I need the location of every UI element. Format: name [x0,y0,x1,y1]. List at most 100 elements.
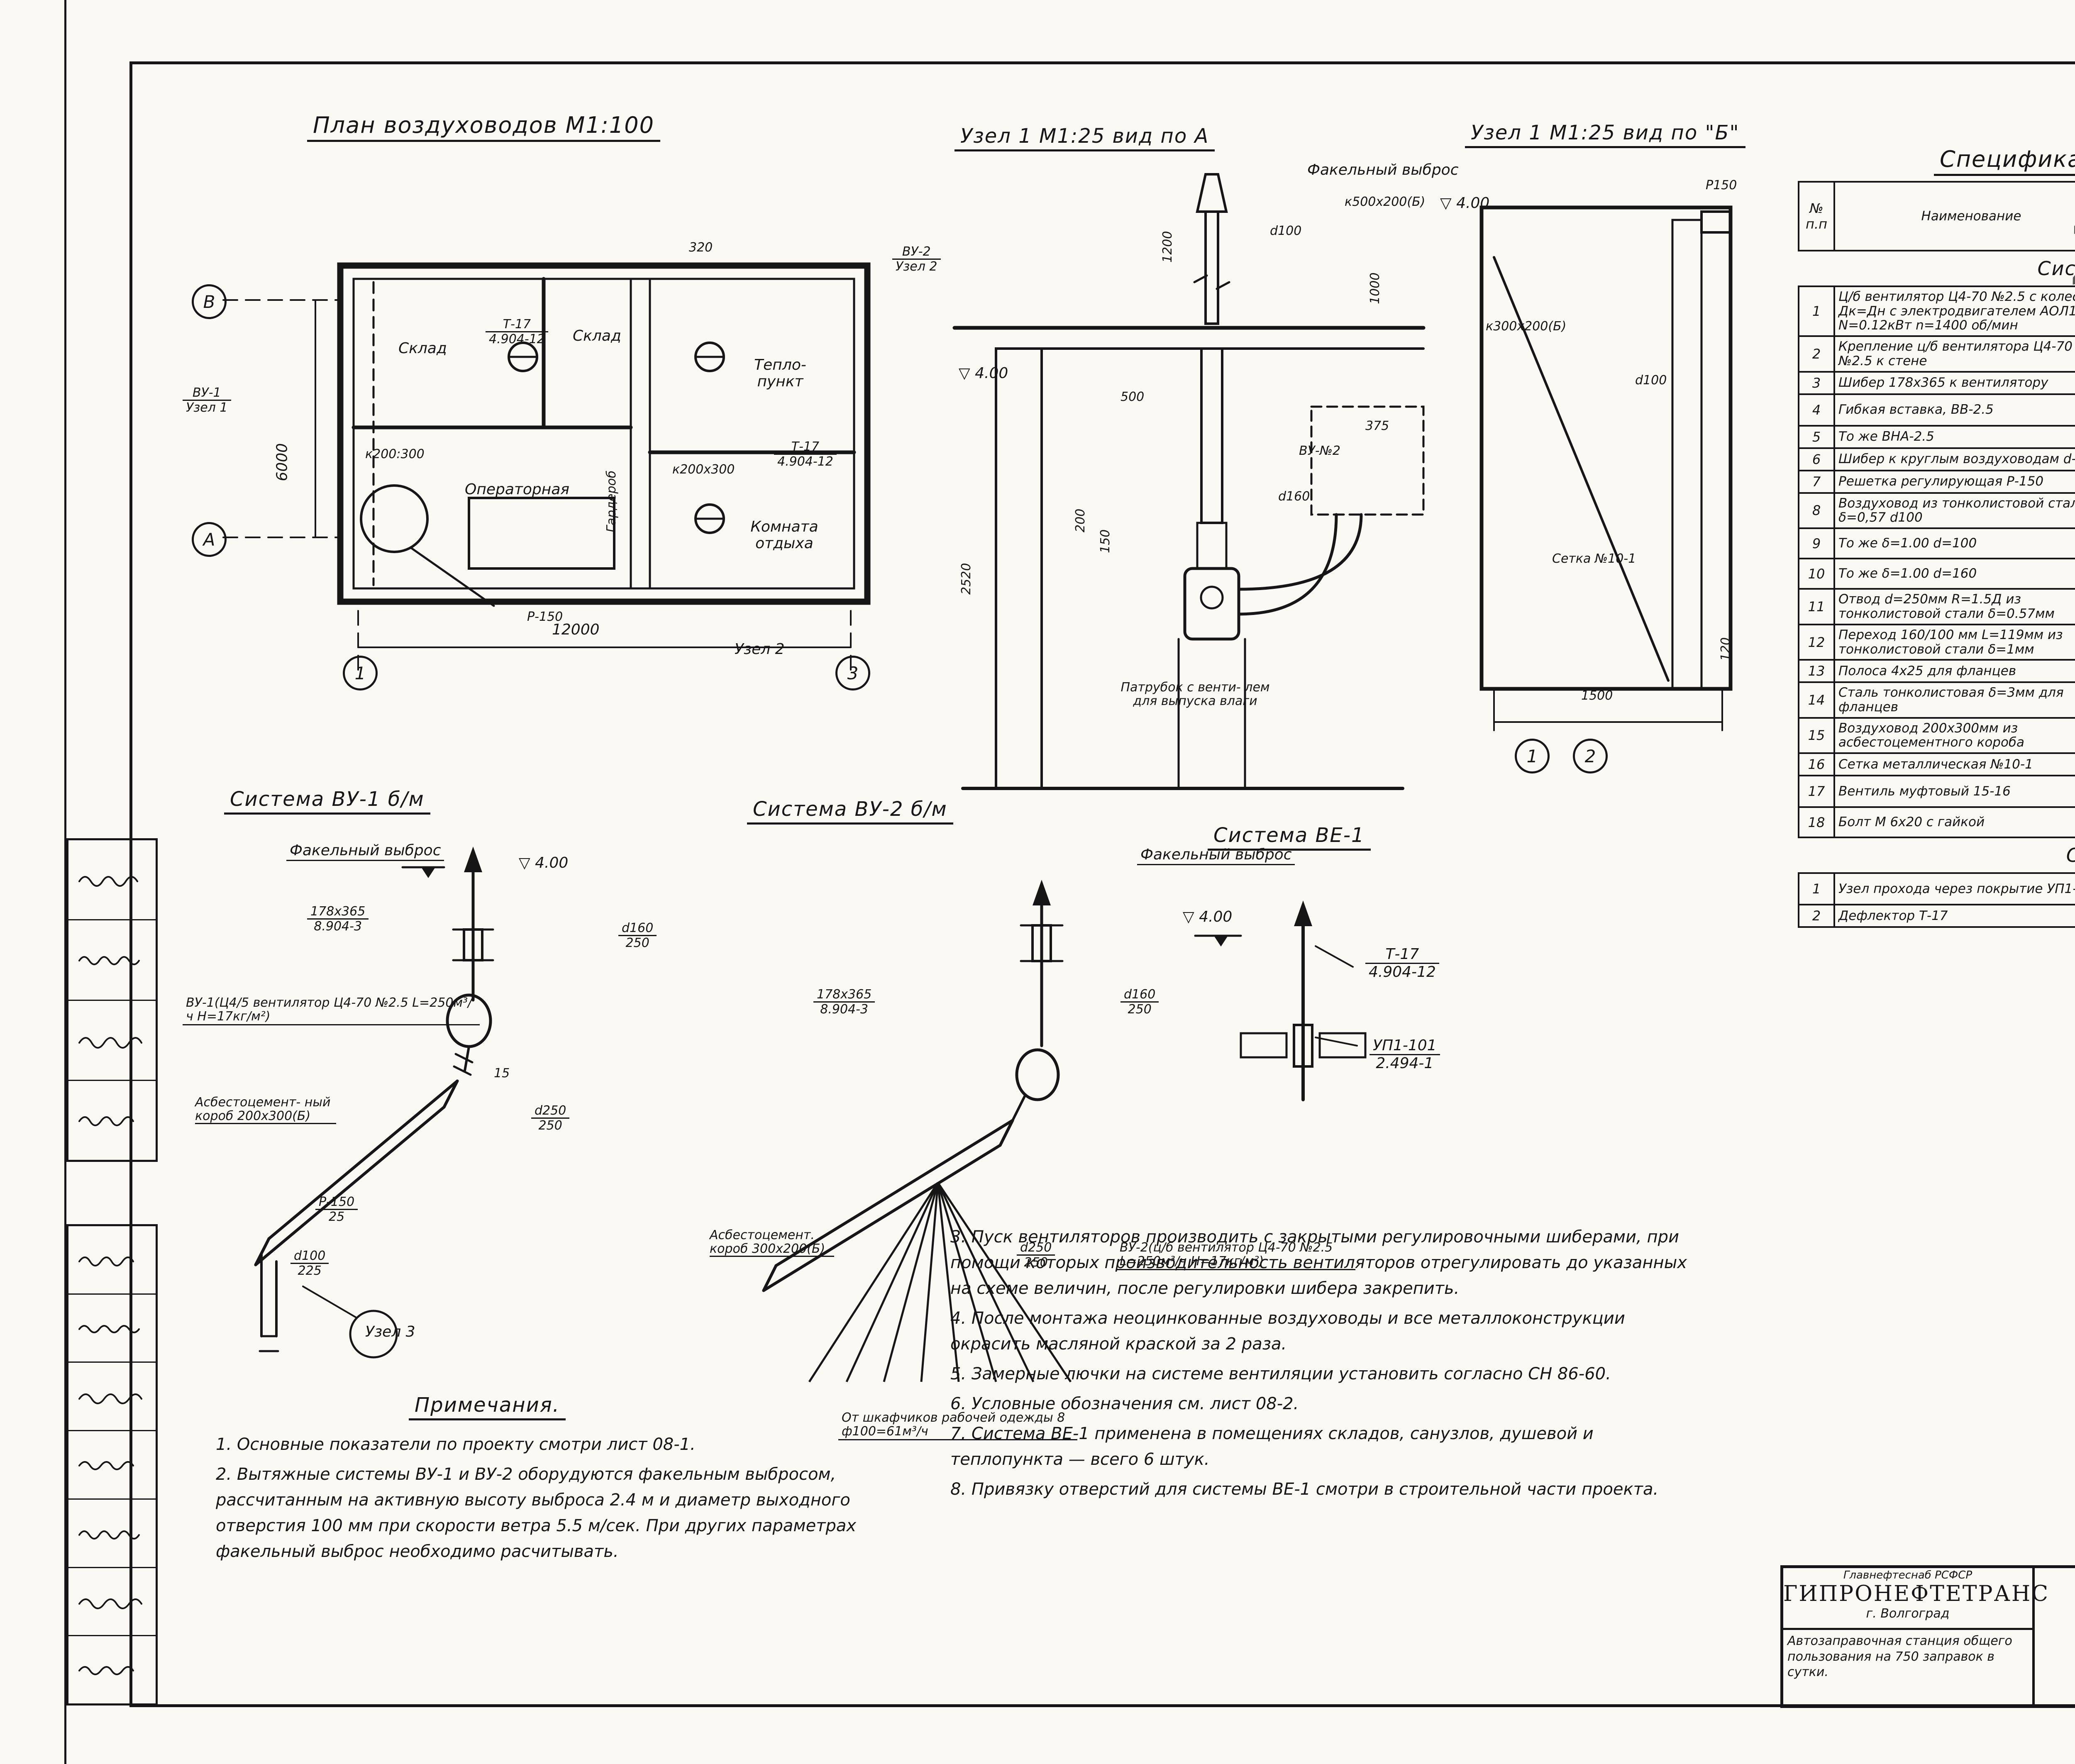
sys-ve1-title: Система ВЕ-1 [1208,824,1371,851]
spec-cell-name: Болт М 6х20 с гайкой [1833,806,2075,839]
node-b-duct: к300х200(Б) [1486,319,1567,334]
table-row: 1 Ц/б вентилятор Ц4-70 №2.5 с колесом Дк… [1798,285,2075,337]
node-a-dim-2520: 2520 [959,563,974,595]
node-b-level: 4.00 [1440,195,1489,212]
spec-cell-num: 16 [1798,752,1835,777]
spec-cell-name: Решетка регулирующая Р-150 [1833,469,2075,494]
note-text: Основные показатели по проекту смотри ли… [237,1435,696,1454]
table-row: 3 Шибер 178х365 к вентилятору чугун шт 2… [1798,371,2075,395]
table-row: 6 Шибер к круглым воздуховодам d-100 ст … [1798,447,2075,471]
spec-cell-name: Воздуховод 200х300мм из асбестоцементног… [1833,717,2075,754]
spec-cell-num: 17 [1798,775,1835,808]
sys-vu2-title: Система ВУ-2 б/м [747,798,953,825]
spec-cell-num: 4 [1798,393,1835,427]
stamp-box-bottom [66,1224,158,1705]
signature-scribble [68,920,156,1001]
node-a-d100: d100 [1270,224,1302,238]
vu2-flare-label: Факельный выброс [1137,847,1295,865]
spec-cell-name: Гибкая вставка, ВВ-2.5 [1833,393,2075,427]
node-a-d160: d160 [1278,489,1310,504]
note-number: 4. [950,1309,972,1328]
note-text: Пуск вентиляторов производить с закрытым… [950,1227,1687,1298]
note-number: 1. [216,1435,237,1454]
plan-room-garderob: Гардероб [604,470,619,532]
spec-table-wrap: № п.п Наименование Мат. Ед. изм. Кол-во … [1798,181,2075,928]
node-a-flare-label: Факельный выброс [1307,161,1459,178]
table-row: 9 То же δ=1.00 d=100 ″ ″ 0.5/0.15 2.36/7… [1798,527,2075,560]
vu2-korob-label: Асбестоцемент. короб 300х200(Б) [710,1228,834,1257]
spec-col-num: № п.п [1798,181,1835,251]
node-a-duct [1177,173,1425,790]
spec-rows-table-2: 1 Узел прохода через покрытие УП1-101 сб… [1798,872,2075,928]
note-number: 3. [950,1227,972,1247]
plan-title: План воздуховодов М1:100 [307,112,660,142]
spec-section-2: Системы ВЕ-1 [1798,838,2075,872]
signature-scribble [68,1431,156,1500]
signature-scribble [68,1081,156,1160]
vu2-fan-label: ВУ-2(ц/б вентилятор Ц4-70 №2.5 L=250м³/ч… [1116,1241,1355,1270]
node-a-dim-1200: 1200 [1160,231,1175,263]
spec-cell-name: Отвод d=250мм R=1.5Д из тонколистовой ст… [1833,588,2075,625]
binding-edge-line [64,0,66,1764]
vu2-lines [762,880,1072,1383]
spec-cell-name: Воздуховод из тонколистовой стали δ=0,57… [1833,492,2075,529]
plan-duct-left: к200:300 [365,447,425,461]
vu1-fan-label: ВУ-1(Ц4/5 вентилятор Ц4-70 №2.5 L=250м³/… [183,996,480,1025]
plan-room-sklad1: Склад [398,340,447,357]
spec-cell-name: То же ВНА-2.5 [1833,425,2075,449]
spec-cell-num: 9 [1798,527,1835,560]
signature-scribble [68,1363,156,1432]
note-item: 6. Условные обозначения см. лист 08-2. [950,1391,1697,1417]
notes-title: Примечания. [409,1393,566,1420]
signature-scribble [68,1295,156,1363]
plan-room-oper: Операторная [465,481,570,498]
spec-cell-name: Полоса 4х25 для фланцев [1833,659,2075,683]
spec-cell-num: 11 [1798,588,1835,625]
spec-cell-num: 13 [1798,659,1835,683]
plan-walls [337,262,871,607]
vu1-flare-label: Факельный выброс [286,842,444,861]
spec-cell-num: 12 [1798,623,1835,661]
title-block-org: Главнефтеснаб РСФСР ГИПРОНЕФТЕТРАНС г. В… [1783,1568,2048,1705]
notes-left-block: 1. Основные показатели по проекту смотри… [216,1432,896,1569]
spec-cell-name: Дефлектор Т-17 [1833,904,2075,928]
table-row: 10 То же δ=1.00 d=160 ″ ″ 2.0/1.0 3.92/7… [1798,558,2075,590]
vu1-lines [254,847,494,1359]
vu1-korob-label: Асбестоцемент- ный короб 200х300(Б) [195,1095,336,1124]
sys-vu1-title: Система ВУ-1 б/м [224,788,430,815]
table-row: 17 Вентиль муфтовый 15-16 ковк. чуг. шт … [1798,775,2075,808]
note-number: 7. [950,1424,972,1443]
spec-cell-name: Сетка металлическая №10-1 [1833,752,2075,777]
spec-section-1: Система ВУ-1; ВУ-2 [2037,257,2075,280]
table-row: 15 Воздуховод 200х300мм из асбестоцемент… [1798,717,2075,754]
node-b-dim-120: 120 [1719,637,1733,661]
plan-label-r150: Р-150 [527,610,563,624]
spec-cell-name: То же δ=1.00 d=160 [1833,558,2075,590]
vu2-diagram [762,880,1072,1383]
plan-room-komnata: Комната отдыха [750,518,818,552]
spec-cell-name: Крепление ц/б вентилятора Ц4-70 №2.5 к с… [1833,335,2075,373]
plan-label-node2: Узел 2 [735,641,785,658]
title-block: Главнефтеснаб РСФСР ГИПРОНЕФТЕТРАНС г. В… [1780,1565,2075,1708]
signature-scribble [68,1568,156,1637]
note-item: 8. Привязку отверстий для системы ВЕ-1 с… [950,1476,1697,1502]
spec-col-name: Наименование [1833,181,2075,251]
note-item: 7. Система ВЕ-1 применена в помещениях с… [950,1421,1697,1472]
note-item: 3. Пуск вентиляторов производить с закры… [950,1224,1697,1301]
signature-scribble [68,1636,156,1703]
note-text: После монтажа неоцинкованные воздуховоды… [950,1309,1625,1354]
spec-cell-num: 6 [1798,447,1835,471]
note-item: 2. Вытяжные системы ВУ-1 и ВУ-2 оборудую… [216,1461,896,1564]
node-a-dim-200: 200 [1073,508,1088,532]
node-a-vu2: ВУ-№2 [1299,444,1340,458]
vu1-level: 4.00 [519,855,568,871]
spec-cell-num: 18 [1798,806,1835,839]
drawing-name-cell: Вентиляция. [2035,1568,2075,1705]
notes-right-block: 3. Пуск вентиляторов производить с закры… [950,1224,1697,1506]
